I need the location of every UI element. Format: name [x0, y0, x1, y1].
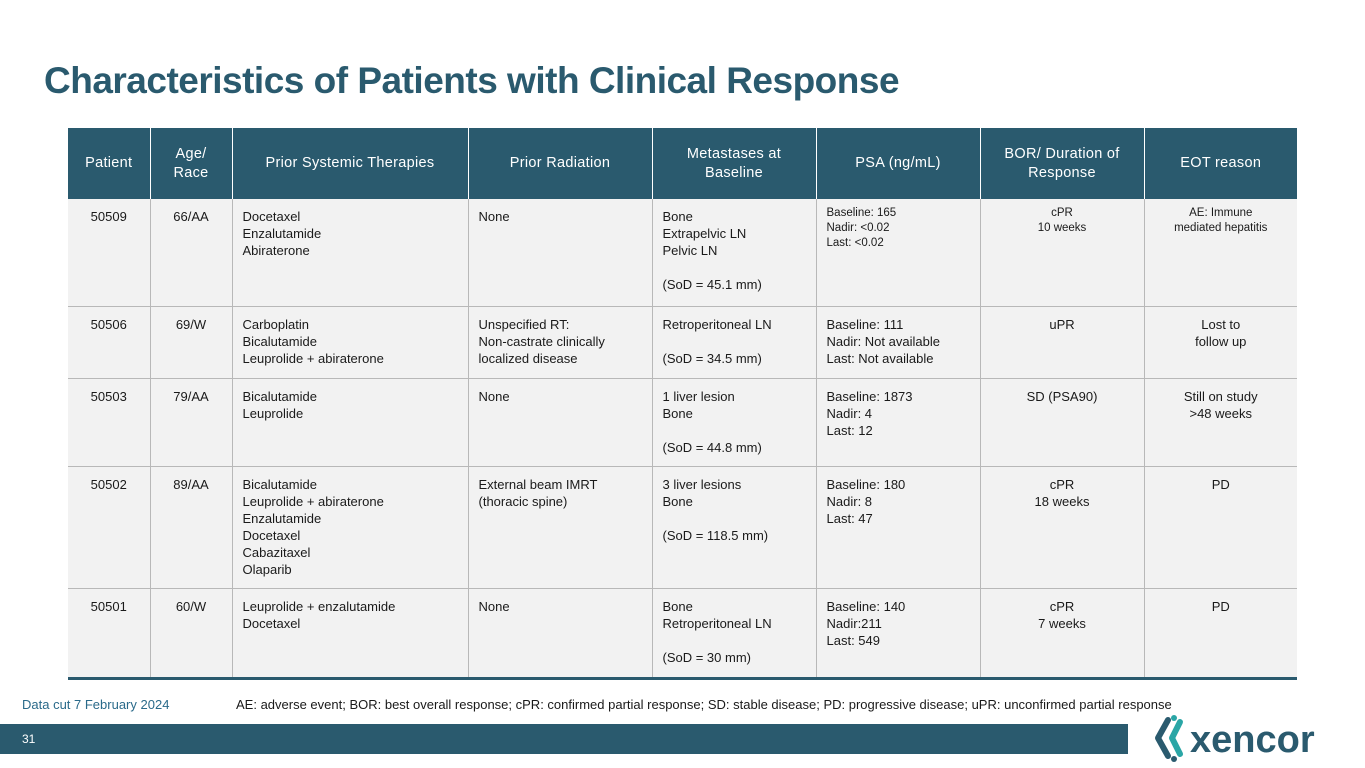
cell-psa: Baseline: 111 Nadir: Not available Last:…	[815, 305, 980, 378]
table-row: 50503 79/AA Bicalutamide Leuprolide None…	[68, 377, 1297, 466]
cell-metastases: 3 liver lesions Bone (SoD = 118.5 mm)	[651, 465, 816, 588]
cell-age-race: 79/AA	[149, 377, 232, 466]
cell-eot: AE: Immune mediated hepatitis	[1143, 199, 1297, 306]
cell-bor: uPR	[979, 305, 1144, 378]
header-psa: PSA (ng/mL)	[815, 128, 980, 199]
cell-radiation: None	[467, 199, 652, 306]
cell-psa: Baseline: 180 Nadir: 8 Last: 47	[815, 465, 980, 588]
cell-patient: 50503	[68, 377, 150, 466]
header-prior-systemic-therapies: Prior Systemic Therapies	[231, 128, 468, 199]
xencor-logo-mark	[1155, 715, 1183, 762]
cell-radiation: None	[467, 377, 652, 466]
cell-patient: 50509	[68, 199, 150, 306]
abbreviations-footnote: AE: adverse event; BOR: best overall res…	[236, 697, 1172, 712]
cell-therapies: Carboplatin Bicalutamide Leuprolide + ab…	[231, 305, 468, 378]
cell-patient: 50501	[68, 587, 150, 680]
cell-bor: SD (PSA90)	[979, 377, 1144, 466]
cell-eot: Still on study >48 weeks	[1143, 377, 1297, 466]
table-header-row: Patient Age/ Race Prior Systemic Therapi…	[68, 128, 1297, 199]
table-row: 50501 60/W Leuprolide + enzalutamide Doc…	[68, 587, 1297, 680]
table-row: 50502 89/AA Bicalutamide Leuprolide + ab…	[68, 465, 1297, 588]
cell-psa: Baseline: 1873 Nadir: 4 Last: 12	[815, 377, 980, 466]
footer-bar-arrow	[1113, 724, 1128, 754]
patients-table: Patient Age/ Race Prior Systemic Therapi…	[68, 128, 1297, 680]
table-row: 50509 66/AA Docetaxel Enzalutamide Abira…	[68, 199, 1297, 306]
cell-therapies: Bicalutamide Leuprolide + abiraterone En…	[231, 465, 468, 588]
cell-age-race: 69/W	[149, 305, 232, 378]
cell-metastases: Retroperitoneal LN (SoD = 34.5 mm)	[651, 305, 816, 378]
header-bor-duration: BOR/ Duration of Response	[979, 128, 1144, 199]
cell-radiation: None	[467, 587, 652, 680]
cell-therapies: Docetaxel Enzalutamide Abiraterone	[231, 199, 468, 306]
header-patient: Patient	[68, 128, 150, 199]
cell-psa: Baseline: 140 Nadir:211 Last: 549	[815, 587, 980, 680]
xencor-logo-text: xencor	[1190, 719, 1315, 761]
header-eot-reason: EOT reason	[1143, 128, 1297, 199]
cell-psa: Baseline: 165 Nadir: <0.02 Last: <0.02	[815, 199, 980, 306]
cell-metastases: Bone Extrapelvic LN Pelvic LN (SoD = 45.…	[651, 199, 816, 306]
cell-age-race: 66/AA	[149, 199, 232, 306]
data-cut-note: Data cut 7 February 2024	[22, 697, 170, 712]
xencor-logo: xencor	[1155, 715, 1315, 762]
cell-eot: PD	[1143, 465, 1297, 588]
cell-therapies: Leuprolide + enzalutamide Docetaxel	[231, 587, 468, 680]
page-title: Characteristics of Patients with Clinica…	[44, 60, 900, 101]
header-age-race: Age/ Race	[149, 128, 232, 199]
cell-age-race: 60/W	[149, 587, 232, 680]
cell-bor: cPR 18 weeks	[979, 465, 1144, 588]
cell-metastases: Bone Retroperitoneal LN (SoD = 30 mm)	[651, 587, 816, 680]
cell-eot: Lost to follow up	[1143, 305, 1297, 378]
table-row: 50506 69/W Carboplatin Bicalutamide Leup…	[68, 305, 1297, 378]
cell-patient: 50502	[68, 465, 150, 588]
cell-radiation: Unspecified RT: Non-castrate clinically …	[467, 305, 652, 378]
cell-bor: cPR 7 weeks	[979, 587, 1144, 680]
cell-age-race: 89/AA	[149, 465, 232, 588]
cell-bor: cPR 10 weeks	[979, 199, 1144, 306]
header-prior-radiation: Prior Radiation	[467, 128, 652, 199]
cell-patient: 50506	[68, 305, 150, 378]
page-number: 31	[22, 732, 36, 746]
cell-metastases: 1 liver lesion Bone (SoD = 44.8 mm)	[651, 377, 816, 466]
cell-therapies: Bicalutamide Leuprolide	[231, 377, 468, 466]
header-metastases: Metastases at Baseline	[651, 128, 816, 199]
footer-bar	[0, 724, 1128, 754]
cell-eot: PD	[1143, 587, 1297, 680]
cell-radiation: External beam IMRT (thoracic spine)	[467, 465, 652, 588]
